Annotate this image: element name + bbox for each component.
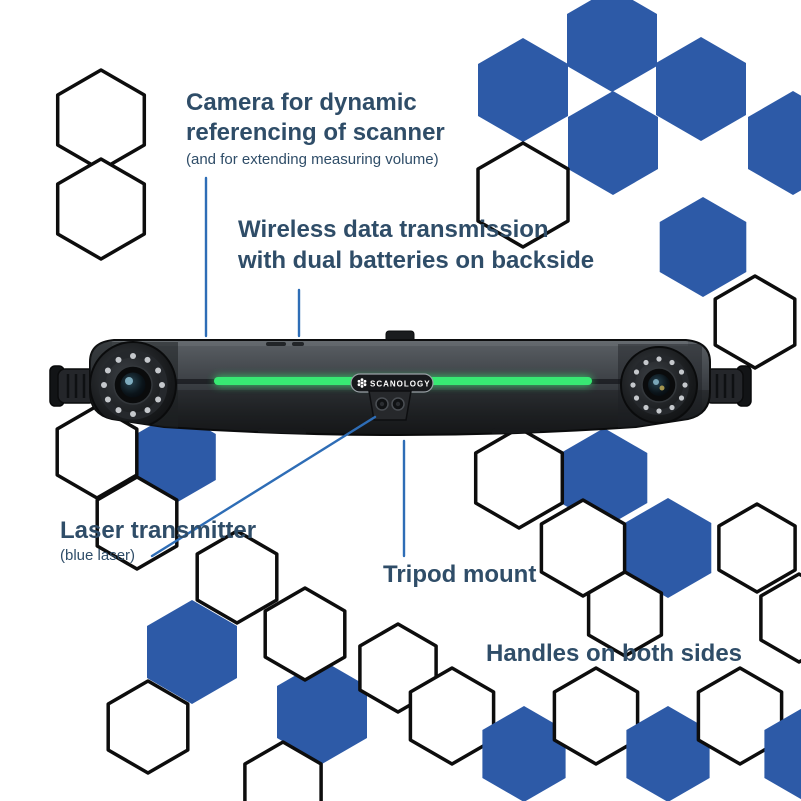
tripod-mount [368, 390, 412, 421]
hexagon-blue [624, 498, 712, 598]
led-dot [144, 407, 151, 414]
hexagon-blue [136, 411, 216, 503]
left-camera [90, 341, 177, 429]
led-dot [682, 382, 688, 388]
led-dot [104, 367, 111, 374]
led-dot [130, 353, 136, 359]
hexagon-blue [147, 600, 237, 704]
label-laser-line1: Laser transmitter [60, 517, 257, 544]
led-dot [633, 395, 640, 401]
top-vent [292, 342, 304, 346]
led-dot [130, 411, 136, 417]
led-dot [633, 369, 640, 375]
led-dot [155, 396, 162, 403]
led-dot [144, 356, 151, 363]
hexagon-blue [659, 197, 747, 297]
led-dot [669, 359, 675, 366]
hexagon-outline [55, 157, 147, 261]
bottom-foot [258, 428, 306, 435]
hexagon-outline [717, 502, 797, 594]
led-dot [630, 382, 636, 388]
label-wireless-line1: Wireless data transmission [238, 216, 549, 243]
leader-line-laser [150, 415, 377, 558]
hexagon-outline [473, 426, 565, 530]
hexagon-outline [55, 404, 139, 500]
right-handle [704, 365, 752, 407]
hexagon-outline [195, 529, 279, 625]
scanner-device: SCANOLOGY [49, 330, 752, 437]
hexagon-outline [586, 570, 664, 658]
hexagon-blue [482, 706, 566, 801]
hexagon-outline [696, 666, 784, 766]
led-dot [104, 396, 111, 403]
hexagon-outline [552, 666, 640, 766]
led-dot [678, 395, 685, 401]
label-camera-line1: Camera for dynamic [186, 89, 417, 116]
hexagon-blue [748, 91, 801, 195]
label-tripod-line1: Tripod mount [383, 561, 537, 588]
aperture-flower-icon [357, 378, 367, 388]
lens-glint [659, 385, 665, 391]
brand-badge: SCANOLOGY [350, 373, 434, 393]
top-vent [266, 342, 286, 346]
left-handle [49, 365, 97, 407]
hexagon-outline [243, 740, 323, 801]
hexagon-outline [476, 141, 570, 249]
hexagon-outline [106, 679, 190, 775]
led-dot [155, 367, 162, 374]
hexagon-outline [55, 68, 147, 172]
hexagon-blue [478, 38, 568, 142]
hexagon-blue [764, 708, 801, 800]
led-ring [101, 353, 165, 417]
led-dot [643, 404, 649, 411]
label-laser: Laser transmitter (blue laser) [60, 517, 256, 565]
label-camera-note: (and for extending measuring volume) [186, 151, 439, 168]
hexagon-blue [568, 91, 658, 195]
label-camera-line2: referencing of scanner [186, 119, 445, 146]
label-wireless-line2: with dual batteries on backside [238, 247, 595, 274]
led-dot [669, 404, 675, 411]
lens-highlight [125, 377, 133, 385]
hexagon-blue [277, 660, 367, 764]
led-dot [656, 356, 662, 362]
hexagon-outline [713, 274, 797, 370]
led-dot [643, 359, 649, 366]
lens-highlight [653, 379, 659, 385]
hexagon-blue [567, 0, 657, 92]
right-camera [620, 346, 698, 424]
led-dot [115, 407, 122, 414]
led-dot [101, 382, 107, 388]
hexagon-outline [539, 498, 627, 598]
label-tripod: Tripod mount [383, 561, 536, 589]
brand-text: SCANOLOGY [370, 380, 431, 389]
hexagon-outline [263, 586, 347, 682]
hexagon-outline [759, 572, 801, 664]
label-handles-line1: Handles on both sides [486, 640, 743, 667]
label-laser-note: (blue laser) [60, 547, 136, 564]
led-dot [115, 356, 122, 363]
label-camera: Camera for dynamic referencing of scanne… [186, 88, 445, 169]
led-ring [630, 356, 688, 414]
label-wireless: Wireless data transmission with dual bat… [238, 214, 594, 276]
hexagon-outline [95, 475, 179, 571]
label-handles: Handles on both sides [486, 640, 742, 668]
hexagon-outline [408, 666, 496, 766]
hexagon-pattern [55, 0, 801, 801]
hexagon-blue [626, 706, 710, 801]
led-dot [678, 369, 685, 375]
leader-lines [150, 176, 406, 558]
led-dot [159, 382, 165, 388]
led-dot [656, 408, 662, 414]
hexagon-blue [656, 37, 746, 141]
